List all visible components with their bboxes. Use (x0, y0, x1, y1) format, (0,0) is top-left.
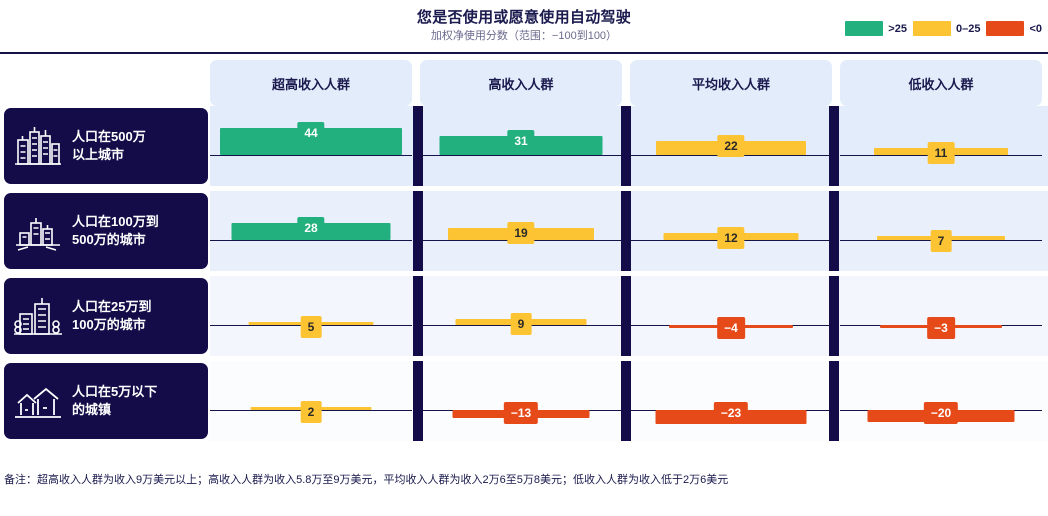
bar-value-label: 2 (300, 401, 322, 423)
bar-value-label: 22 (717, 135, 745, 157)
town-skyline-icon (12, 207, 64, 255)
chart-cell[interactable]: 31 (420, 106, 622, 186)
row-label-0[interactable]: 人口在500万 以上城市 (4, 108, 208, 184)
chart-cell[interactable]: 9 (420, 276, 622, 356)
row-cells: 44 31 22 11 (210, 106, 1042, 186)
bar-value-label: −23 (713, 402, 749, 424)
chart-body: 人口在500万 以上城市 44 31 22 11 人口在100万到 500万的城市 28 19… (0, 106, 1048, 446)
bar-value-label: 7 (930, 230, 952, 252)
column-headers: 超高收入人群 高收入人群 平均收入人群 低收入人群 (210, 60, 1042, 106)
bar-value-label: −4 (717, 317, 745, 339)
bar-value-label: 9 (510, 313, 532, 335)
chart-cell[interactable]: −4 (630, 276, 832, 356)
bar-value-label: 11 (927, 142, 955, 164)
row-cells: 28 19 12 7 (210, 191, 1042, 271)
chart-cell[interactable]: −23 (630, 361, 832, 441)
row-label-text: 人口在500万 以上城市 (72, 129, 146, 162)
row-label-3[interactable]: 人口在5万以下 的城镇 (4, 363, 208, 439)
column-divider (621, 276, 631, 356)
column-divider (413, 276, 423, 356)
legend-swatch-mid (912, 21, 951, 36)
houses-icon (12, 377, 64, 425)
bar-value-label: −20 (923, 402, 959, 424)
legend-label-low: <0 (1029, 22, 1042, 35)
row-cells: 5 9 −4 −3 (210, 276, 1042, 356)
page-title: 您是否使用或愿意使用自动驾驶 (416, 9, 632, 26)
chart-subtitle: 加权净使用分数（范围：−100到100） (430, 30, 618, 42)
legend: >25 0–25 <0 (845, 21, 1042, 36)
column-divider (621, 191, 631, 271)
bar-value-label: 28 (297, 217, 325, 239)
chart-cell[interactable]: 5 (210, 276, 412, 356)
chart-cell[interactable]: 12 (630, 191, 832, 271)
column-header-2[interactable]: 平均收入人群 (630, 60, 832, 106)
bar-value-label: −3 (927, 317, 955, 339)
legend-label-high: >25 (888, 22, 907, 35)
chart-row: 人口在5万以下 的城镇 2 −13 −23 −20 (0, 361, 1048, 441)
bar-value-label: −13 (503, 402, 539, 424)
row-label-text: 人口在25万到 100万的城市 (72, 299, 152, 332)
chart-cell[interactable]: 11 (840, 106, 1042, 186)
legend-item-mid[interactable]: 0–25 (912, 21, 981, 36)
column-divider (413, 361, 423, 441)
legend-item-low[interactable]: <0 (986, 21, 1042, 36)
column-divider (829, 106, 839, 186)
column-divider (621, 106, 631, 186)
chart-cell[interactable]: 44 (210, 106, 412, 186)
chart-cell[interactable]: −3 (840, 276, 1042, 356)
chart-cell[interactable]: 22 (630, 106, 832, 186)
chart-row: 人口在25万到 100万的城市 5 9 −4 −3 (0, 276, 1048, 356)
bar-value-label: 19 (507, 222, 535, 244)
bar-value-label: 31 (507, 130, 535, 152)
footnote: 备注：超高收入人群为收入9万美元以上；高收入人群为收入5.8万至9万美元，平均收… (4, 474, 729, 486)
row-label-1[interactable]: 人口在100万到 500万的城市 (4, 193, 208, 269)
chart-row: 人口在100万到 500万的城市 28 19 12 7 (0, 191, 1048, 271)
row-label-text: 人口在5万以下 的城镇 (72, 384, 158, 417)
chart-header: 您是否使用或愿意使用自动驾驶 加权净使用分数（范围：−100到100） >25 … (0, 0, 1048, 54)
chart-row: 人口在500万 以上城市 44 31 22 11 (0, 106, 1048, 186)
legend-label-mid: 0–25 (955, 22, 981, 35)
column-divider (829, 276, 839, 356)
zero-baseline (210, 240, 412, 241)
row-cells: 2 −13 −23 −20 (210, 361, 1042, 441)
column-divider (413, 106, 423, 186)
bar-value-label: 44 (297, 122, 325, 144)
chart-cell[interactable]: −20 (840, 361, 1042, 441)
zero-baseline (420, 155, 622, 156)
chart-cell[interactable]: 2 (210, 361, 412, 441)
header-divider (0, 52, 1048, 54)
column-divider (829, 361, 839, 441)
column-divider (621, 361, 631, 441)
row-label-2[interactable]: 人口在25万到 100万的城市 (4, 278, 208, 354)
zero-baseline (210, 155, 412, 156)
chart-cell[interactable]: 28 (210, 191, 412, 271)
legend-item-high[interactable]: >25 (845, 21, 907, 36)
bar-value-label: 5 (300, 316, 322, 338)
legend-swatch-high (845, 21, 884, 36)
column-header-3[interactable]: 低收入人群 (840, 60, 1042, 106)
row-label-text: 人口在100万到 500万的城市 (72, 214, 159, 247)
chart-cell[interactable]: 19 (420, 191, 622, 271)
chart-cell[interactable]: 7 (840, 191, 1042, 271)
bar-value-label: 12 (717, 227, 745, 249)
legend-swatch-low (986, 21, 1025, 36)
city-skyline-icon (12, 122, 64, 170)
chart-cell[interactable]: −13 (420, 361, 622, 441)
column-divider (829, 191, 839, 271)
column-divider (413, 191, 423, 271)
column-header-1[interactable]: 高收入人群 (420, 60, 622, 106)
column-header-0[interactable]: 超高收入人群 (210, 60, 412, 106)
buildings-icon (12, 292, 64, 340)
